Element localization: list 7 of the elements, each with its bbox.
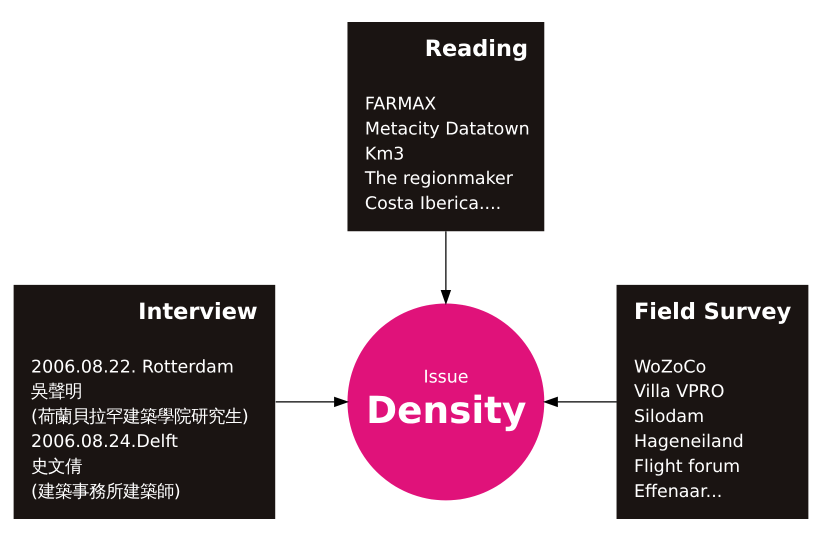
node-box: Field Survey WoZoCo Villa VPRO Silodam Hageneiland Flight forum Effenaar... [616, 284, 808, 520]
arrow [440, 231, 452, 305]
node-box: Interview 2006.08.22. Rotterdam 吳聲明 (荷蘭貝拉罕建築學院研究生) 2006.08.24.Delft 史文倩 (建築事務所建築師) [14, 284, 276, 520]
node-box: Reading FARMAX Metacity Datatown Km3 The regionmaker Costa Iberica.... [347, 22, 544, 232]
arrow [542, 396, 617, 408]
arrow [276, 396, 350, 408]
node-circle: Issue Density [347, 304, 544, 500]
